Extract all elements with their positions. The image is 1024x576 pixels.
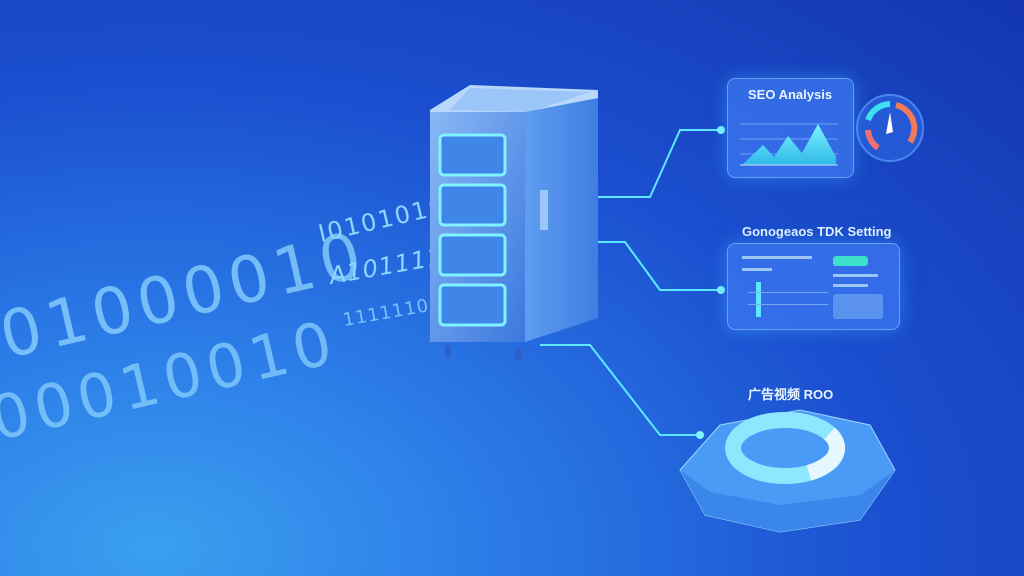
- seo-analysis-title: SEO Analysis: [748, 87, 833, 102]
- server-rack-icon: [430, 85, 598, 360]
- info-box: [833, 294, 883, 319]
- roi-label: 广告视频 ROO: [748, 387, 834, 402]
- bar: [756, 282, 761, 317]
- text-line: [833, 284, 868, 287]
- text-line: [742, 256, 812, 259]
- gauge-icon: [856, 94, 924, 162]
- donut-chart-icon: [679, 409, 896, 533]
- text-line: [742, 268, 772, 271]
- grid-line: [748, 304, 828, 305]
- seo-analysis-panel: SEO Analysis: [727, 78, 854, 178]
- grid-line: [748, 292, 828, 293]
- text-line: [833, 274, 878, 277]
- line-chart-icon: [740, 123, 838, 166]
- action-button[interactable]: [833, 256, 868, 266]
- tdk-setting-panel: [727, 243, 900, 330]
- tdk-setting-title: Gonogeaos TDK Setting: [742, 224, 892, 239]
